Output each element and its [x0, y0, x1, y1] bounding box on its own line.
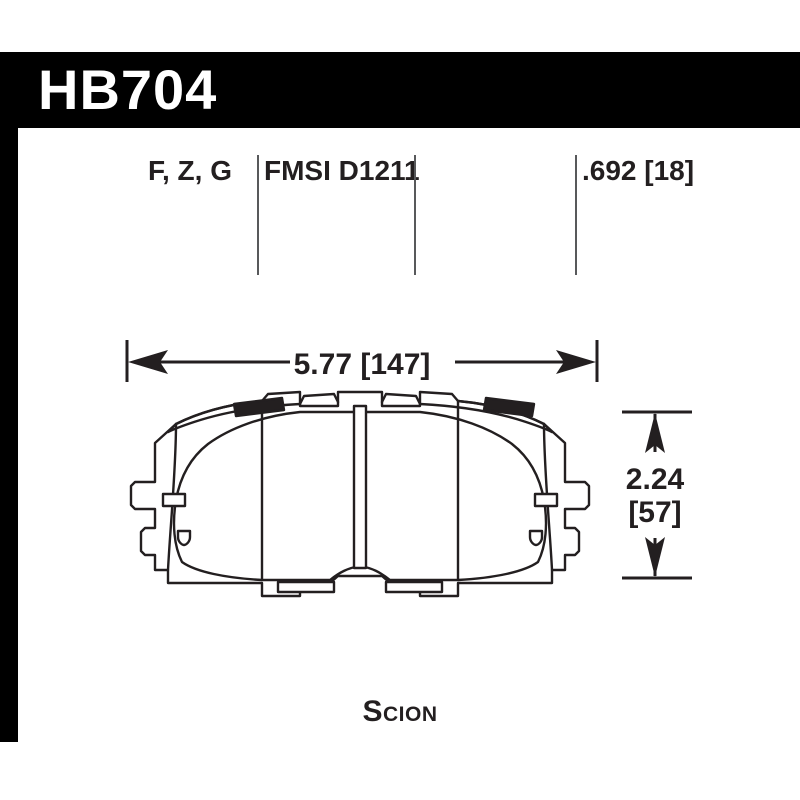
left-ear-rect-hole	[161, 492, 187, 508]
right-ear-notch	[528, 529, 544, 547]
title-banner	[0, 52, 800, 128]
height-arrowhead-up	[645, 413, 665, 453]
left-ear-notch	[176, 529, 192, 547]
width-arrowhead-left	[128, 350, 168, 374]
compound-codes: F, Z, G	[148, 155, 232, 186]
spec-divider-2	[414, 155, 416, 275]
bottom-slot-left	[276, 580, 336, 594]
left-border-bar	[0, 52, 18, 742]
spec-divider-3	[575, 155, 577, 275]
right-ear-rect-hole	[533, 492, 559, 508]
center-slot	[352, 404, 368, 570]
specification-row: F, Z, G FMSI D1211 .692 [18]	[18, 155, 800, 275]
brake-pad-drawing	[129, 390, 591, 598]
height-arrowhead-down	[645, 537, 665, 577]
bottom-slot-right	[384, 580, 444, 594]
top-center-notch-left	[298, 392, 340, 406]
width-dimension-group: 5.77 [147]	[125, 340, 599, 382]
height-dimension-group: 2.24 [57]	[622, 410, 692, 580]
top-center-notch-right	[380, 392, 422, 406]
height-dimension-label: 2.24	[626, 463, 685, 496]
height-dimension-metric-label: [57]	[628, 496, 681, 529]
vehicle-application-label: Scion	[362, 695, 438, 728]
top-tab-left	[232, 396, 286, 418]
width-arrowhead-right	[556, 350, 596, 374]
fmsi-number: FMSI D1211	[264, 155, 420, 186]
width-dimension-label: 5.77 [147]	[294, 348, 431, 381]
spec-divider-1	[257, 155, 259, 275]
thickness-spec: .692 [18]	[582, 155, 695, 186]
part-number-title: HB704	[38, 58, 218, 121]
top-tab-right	[482, 396, 536, 418]
